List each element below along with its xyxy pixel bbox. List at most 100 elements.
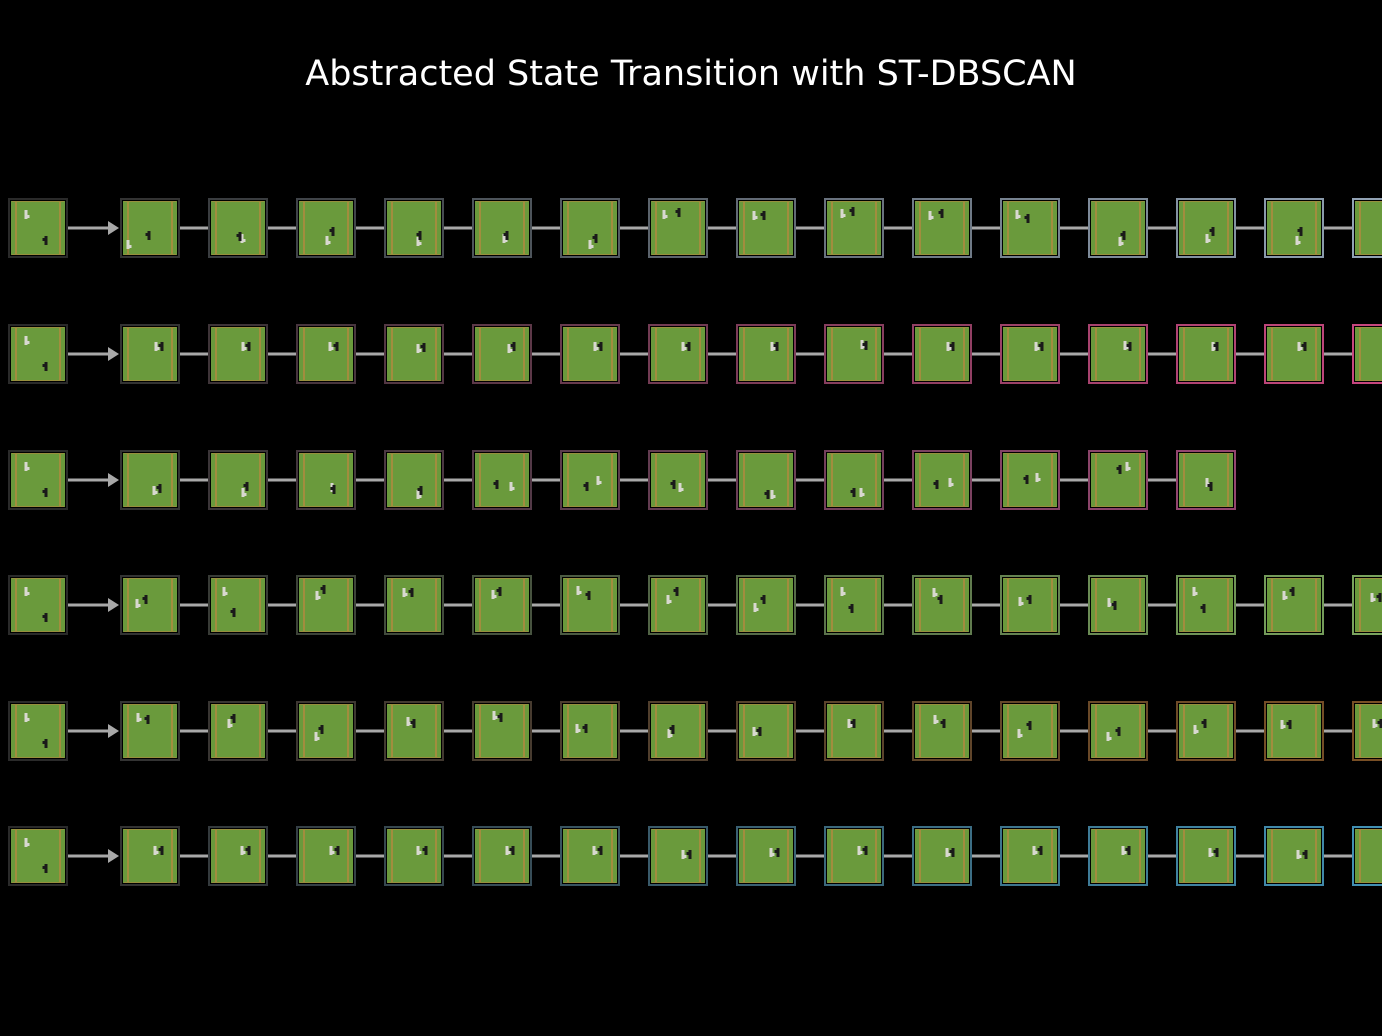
player-dark-icon (940, 209, 944, 218)
player-dark-paddle (509, 848, 512, 851)
abstracted-state (1264, 324, 1324, 384)
abstracted-state (472, 324, 532, 384)
player-light-icon (136, 713, 140, 722)
player-dark-paddle (1026, 723, 1029, 726)
abstracted-state (1000, 701, 1060, 761)
state-frame (1264, 826, 1324, 886)
abstracted-state (648, 324, 708, 384)
player-light-icon (416, 490, 420, 499)
player-dark-icon (498, 587, 502, 596)
state-frame (824, 826, 884, 886)
player-light-icon (325, 236, 329, 245)
player-dark-paddle (1037, 848, 1040, 851)
abstracted-state (1176, 198, 1236, 258)
state-frame (296, 701, 356, 761)
player-light-icon (662, 210, 666, 219)
player-dark-paddle (849, 209, 852, 212)
state-frame (824, 324, 884, 384)
abstracted-state (1088, 450, 1148, 510)
player-dark-icon (584, 724, 588, 733)
state-frame (1176, 450, 1236, 510)
player-dark-icon (687, 342, 691, 351)
field (11, 453, 65, 507)
state-frame (120, 198, 180, 258)
player-dark-paddle (158, 344, 161, 347)
player-light-icon (752, 727, 756, 736)
state-frame (824, 701, 884, 761)
player-dark-paddle (320, 587, 323, 590)
player-dark-paddle (1209, 229, 1212, 232)
field (1179, 704, 1233, 758)
player-dark-icon (1118, 465, 1122, 474)
field (1267, 327, 1321, 381)
player-dark-paddle (949, 344, 952, 347)
field (1003, 578, 1057, 632)
state-frame (1264, 324, 1324, 384)
state-frame (384, 701, 444, 761)
player-dark-icon (146, 715, 150, 724)
player-light-icon (1208, 848, 1212, 857)
field (299, 704, 353, 758)
player-light-icon (24, 210, 28, 219)
abstracted-state (208, 324, 268, 384)
state-frame (560, 701, 620, 761)
abstracted-state (912, 701, 972, 761)
player-light-icon (1121, 846, 1125, 855)
field (299, 453, 353, 507)
player-light-paddle (1285, 596, 1288, 599)
abstracted-state (384, 701, 444, 761)
player-dark-icon (247, 846, 251, 855)
player-light-icon (1282, 591, 1286, 600)
field (1091, 578, 1145, 632)
player-light-paddle (1020, 734, 1023, 737)
field (1267, 704, 1321, 758)
player-light-paddle (862, 493, 865, 496)
player-dark-paddle (1023, 477, 1026, 480)
player-light-paddle (1037, 347, 1040, 350)
player-dark-icon (951, 848, 955, 857)
state-frame (560, 198, 620, 258)
abstracted-state (1352, 198, 1382, 258)
player-light-paddle (328, 241, 331, 244)
player-dark-paddle (1116, 467, 1119, 470)
state-frame (296, 826, 356, 886)
abstracted-state (1000, 575, 1060, 635)
field (1003, 829, 1057, 883)
player-light-icon (402, 588, 406, 597)
player-dark-paddle (1213, 344, 1216, 347)
player-light-paddle (843, 214, 846, 217)
player-dark-paddle (1289, 589, 1292, 592)
player-light-paddle (578, 729, 581, 732)
field (387, 578, 441, 632)
field (1355, 829, 1382, 883)
player-light-paddle (948, 853, 951, 856)
player-light-icon (575, 724, 579, 733)
state-frame (560, 826, 620, 886)
player-light-icon (314, 732, 318, 741)
player-dark-paddle (42, 615, 45, 618)
player-dark-paddle (850, 490, 853, 493)
abstracted-state (824, 450, 884, 510)
player-dark-icon (511, 846, 515, 855)
abstracted-state (384, 826, 444, 886)
player-dark-icon (1026, 214, 1030, 223)
abstracted-state (1352, 701, 1382, 761)
player-light-icon (1211, 342, 1215, 351)
field (211, 201, 265, 255)
player-light-icon (507, 344, 511, 353)
player-light-icon (416, 237, 420, 246)
player-light-paddle (139, 718, 142, 721)
start-state (8, 826, 68, 886)
player-light-paddle (419, 495, 422, 498)
player-dark-paddle (243, 484, 246, 487)
player-dark-paddle (686, 852, 689, 855)
abstracted-state (912, 198, 972, 258)
player-dark-icon (864, 341, 868, 350)
player-light-paddle (951, 483, 954, 486)
player-light-icon (505, 846, 509, 855)
player-dark-paddle (158, 848, 161, 851)
player-dark-icon (1028, 595, 1032, 604)
state-frame (648, 450, 708, 510)
player-light-icon (1017, 729, 1021, 738)
